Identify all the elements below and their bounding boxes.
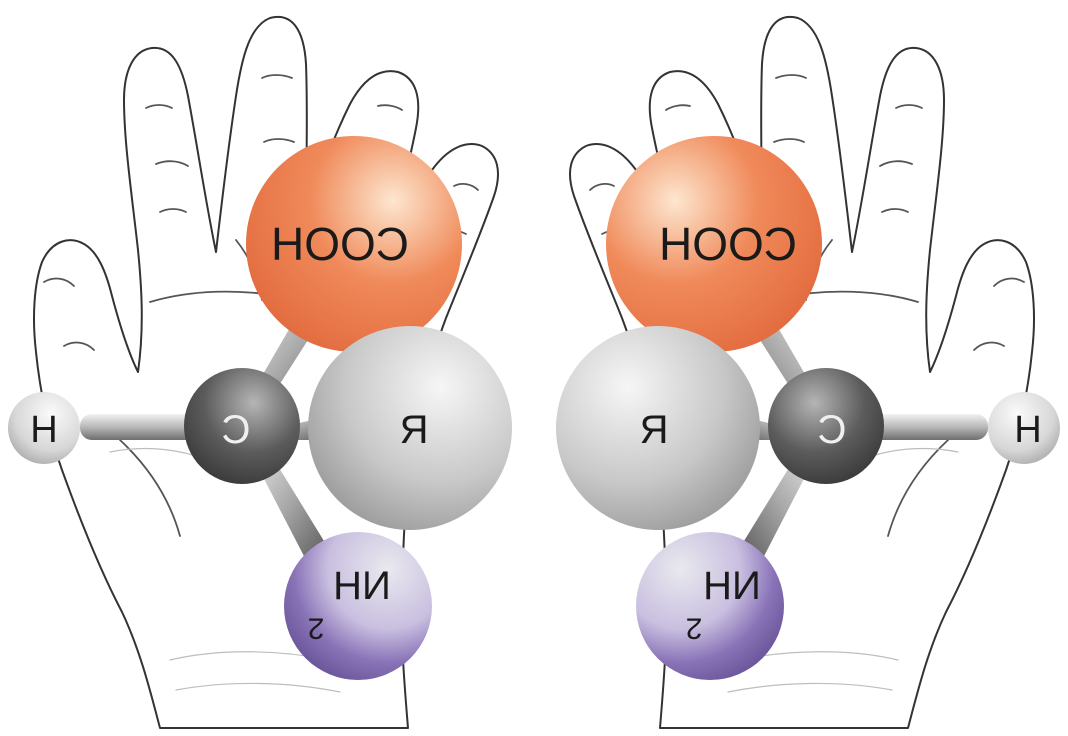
right-panel: COOH R C H NH 2 (556, 17, 1060, 728)
amine-subscript-label: 2 (686, 612, 703, 645)
hydrogen-label: H (1014, 409, 1041, 451)
left-panel: COOH R C H NH 2 (8, 17, 512, 728)
amine-label: NH (333, 564, 391, 608)
carbon-label: C (818, 408, 847, 452)
hydrogen-label: H (30, 409, 57, 451)
r-label: R (640, 408, 669, 452)
cooh-label: COOH (659, 218, 797, 270)
amine-label: NH (703, 564, 761, 608)
cooh-label: COOH (271, 218, 409, 270)
amine-subscript-label: 2 (308, 612, 325, 645)
carbon-label: C (222, 408, 251, 452)
r-label: R (400, 408, 429, 452)
